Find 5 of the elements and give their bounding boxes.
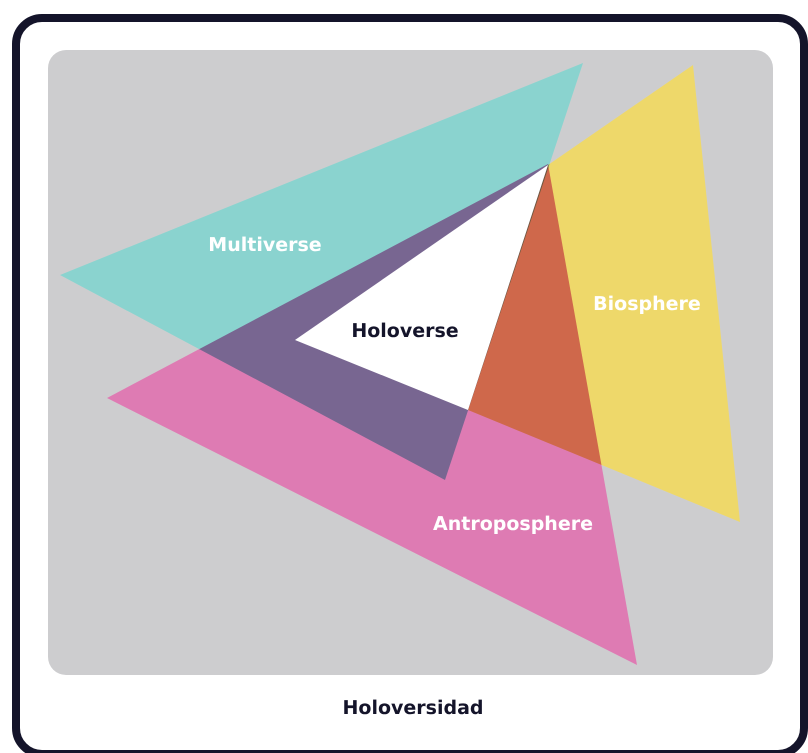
region-label: Holoverse [351,320,459,342]
region-label: Biosphere [593,293,701,315]
region-label: Multiverse [208,234,322,256]
caption: Holoversidad [342,697,484,719]
region-label: Antroposphere [433,513,593,535]
